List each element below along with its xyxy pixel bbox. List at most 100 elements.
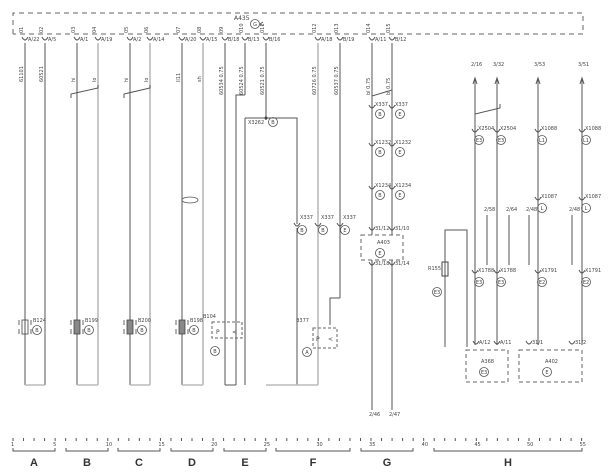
connector-pin-icon: [472, 340, 480, 345]
sensor-name: B199: [85, 318, 98, 324]
page-reference: 2/48: [569, 207, 580, 213]
badge-label: L: [585, 206, 588, 212]
wire-label: 60521 0.75: [260, 66, 266, 95]
pin-label: B/19: [343, 37, 354, 43]
twisted-pair: [474, 104, 501, 118]
scale-number: 55: [580, 442, 586, 448]
page-reference: 2/47: [389, 412, 400, 418]
scale-number: 5: [53, 442, 56, 448]
pressure-sensor-box: [312, 327, 338, 349]
pressure-sensor-box: [211, 321, 243, 339]
pin-label: B/12: [395, 37, 406, 43]
page-reference: 2/64: [506, 207, 517, 213]
arrow-icon: [494, 76, 500, 85]
connector-pin-icon: [314, 222, 322, 227]
resistor-R155-icon: [441, 261, 449, 277]
connector-pin-icon: [578, 196, 586, 201]
wire-label: hi: [71, 77, 77, 82]
twisted-pair: [70, 85, 99, 98]
badge-label: B: [321, 228, 325, 234]
section-bracket: [275, 448, 351, 452]
badge-circle: [375, 248, 385, 258]
badge-circle: [537, 203, 547, 213]
pin-label: B/18: [228, 37, 239, 43]
sensor-name: B124: [33, 318, 46, 324]
badge-circle: [496, 135, 506, 145]
pin-number: 03: [71, 27, 77, 33]
connector-name: X2504: [500, 126, 516, 132]
badge-circle: [375, 190, 385, 200]
pin-label: A/18: [321, 37, 332, 43]
badge-label: E: [343, 228, 346, 234]
connector-name: X1234: [375, 183, 391, 189]
section-label-F: F: [310, 457, 317, 469]
badge-circle: [496, 277, 506, 287]
badge-circle: [137, 325, 147, 335]
pin-label: A/12: [479, 340, 490, 346]
scale-number: 20: [211, 442, 217, 448]
badge-label: E: [398, 112, 401, 118]
sensor-B199-icon: [73, 319, 81, 335]
wire-label: hi: [124, 77, 130, 82]
connector-pin-icon: [178, 36, 186, 41]
badge-label: G: [253, 22, 257, 28]
pin-label: 31/2: [575, 340, 586, 346]
pin-number: 02: [39, 27, 45, 33]
connector-name: X1234: [395, 183, 411, 189]
control-unit-name: A435: [234, 15, 250, 22]
badge-circle: [581, 277, 591, 287]
section-label-B: B: [83, 457, 91, 469]
sensor-frame: [175, 320, 189, 336]
control-unit-box: [12, 12, 584, 35]
wire-label: 60521: [39, 66, 45, 82]
sensor-frame: [70, 320, 84, 336]
pin-number: 04: [92, 27, 98, 33]
wire-label: 61101: [19, 66, 25, 82]
badge-label: E2: [583, 280, 589, 286]
module-name: A403: [377, 240, 390, 246]
pin-label: A/20: [185, 37, 196, 43]
badge-circle: [581, 135, 591, 145]
wire-label: 60534 0.75: [219, 66, 225, 95]
connector-pin-icon: [388, 36, 396, 41]
connector-name: X2504: [478, 126, 494, 132]
wire-label: lo: [144, 78, 150, 82]
wire-label: sh: [197, 76, 203, 82]
sensor-B124-icon: [21, 319, 29, 335]
connector-pin-icon: [336, 222, 344, 227]
badge-label: L: [541, 206, 544, 212]
badge-label: B: [271, 120, 275, 126]
badge-label: E: [398, 193, 401, 199]
connector-pin-icon: [578, 269, 586, 274]
sensor-symbol: <: [232, 329, 237, 336]
pin-number: 07: [176, 27, 182, 33]
badge-circle: [250, 19, 260, 29]
badge-circle: [302, 347, 312, 357]
pin-label: A/15: [206, 37, 217, 43]
badge-circle: [84, 325, 94, 335]
connector-name: X1087: [541, 194, 557, 200]
pin-number: 013: [334, 23, 340, 33]
wire-label: bl 0.75: [366, 78, 372, 95]
connector-pin-icon: [146, 36, 154, 41]
connector-pin-icon: [578, 128, 586, 133]
page-reference: 3/32: [493, 62, 504, 68]
badge-label: E3: [498, 138, 504, 144]
page-reference: 3/51: [578, 62, 589, 68]
page-reference: 3/53: [534, 62, 545, 68]
badge-circle: [474, 135, 484, 145]
pin-label: A/19: [101, 37, 112, 43]
connector-pin-icon: [493, 340, 501, 345]
connector-pin-icon: [493, 269, 501, 274]
connector-pin-icon: [534, 128, 542, 133]
connector-pin-icon: [388, 142, 396, 147]
connector-pin-icon: [534, 269, 542, 274]
badge-circle: [479, 367, 489, 377]
connector-pin-icon: [388, 226, 396, 231]
connector-pin-icon: [493, 128, 501, 133]
section-label-A: A: [30, 457, 38, 469]
section-bracket: [170, 448, 214, 452]
pin-label: A/22: [28, 37, 39, 43]
module-A403-box: [360, 234, 404, 261]
badge-circle: [210, 346, 220, 356]
